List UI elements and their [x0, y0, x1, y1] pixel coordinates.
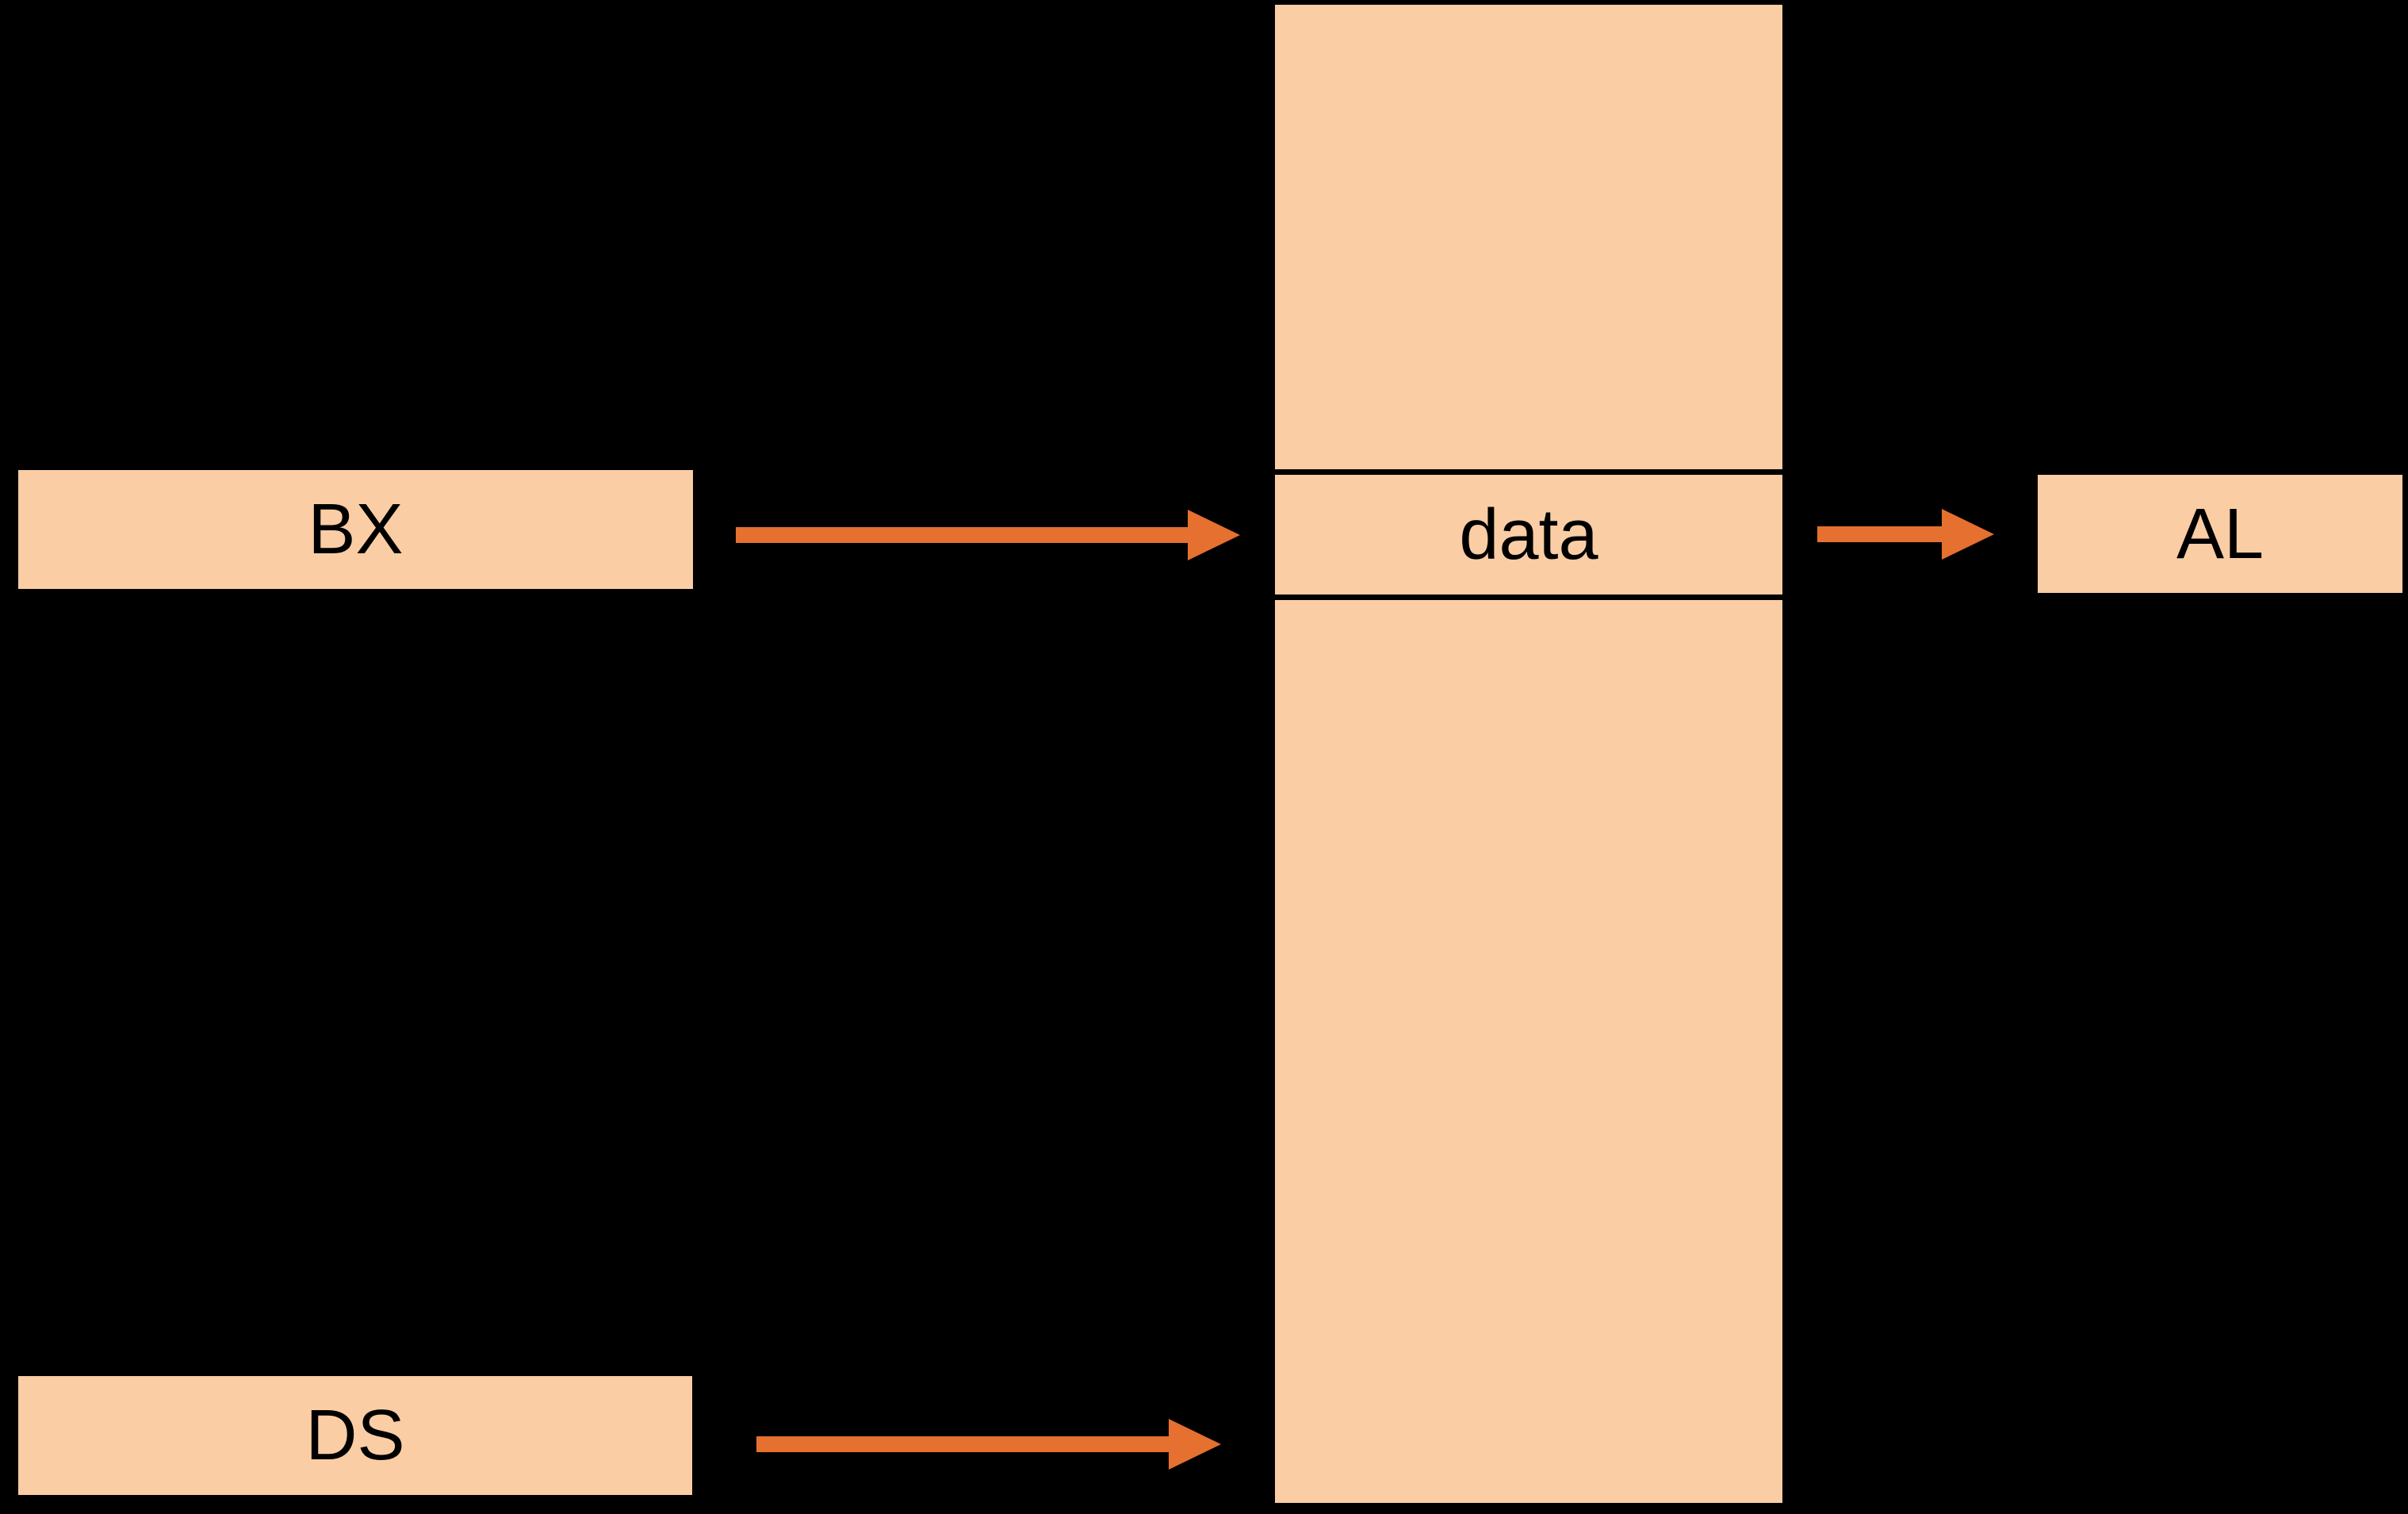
register-box-bx: BX — [18, 470, 693, 589]
arrow-shaft — [756, 1436, 1169, 1452]
memory-data-cell: data — [1275, 469, 1782, 600]
register-label-al: AL — [2176, 494, 2264, 574]
right-arrow-icon — [1188, 510, 1240, 560]
arrow-shaft — [736, 527, 1188, 543]
arrow-ds-to-memory — [756, 1419, 1221, 1470]
arrow-shaft — [1817, 526, 1942, 542]
register-label-bx: BX — [308, 490, 404, 569]
register-box-al: AL — [2038, 475, 2402, 593]
right-arrow-icon — [1942, 509, 1994, 560]
arrow-bx-to-memory — [736, 510, 1240, 560]
data-cell-label: data — [1459, 495, 1598, 575]
right-arrow-icon — [1169, 1419, 1221, 1470]
register-label-ds: DS — [305, 1396, 405, 1475]
register-box-ds: DS — [18, 1376, 692, 1495]
arrow-memory-to-al — [1817, 509, 1994, 560]
memory-column — [1275, 5, 1782, 1503]
